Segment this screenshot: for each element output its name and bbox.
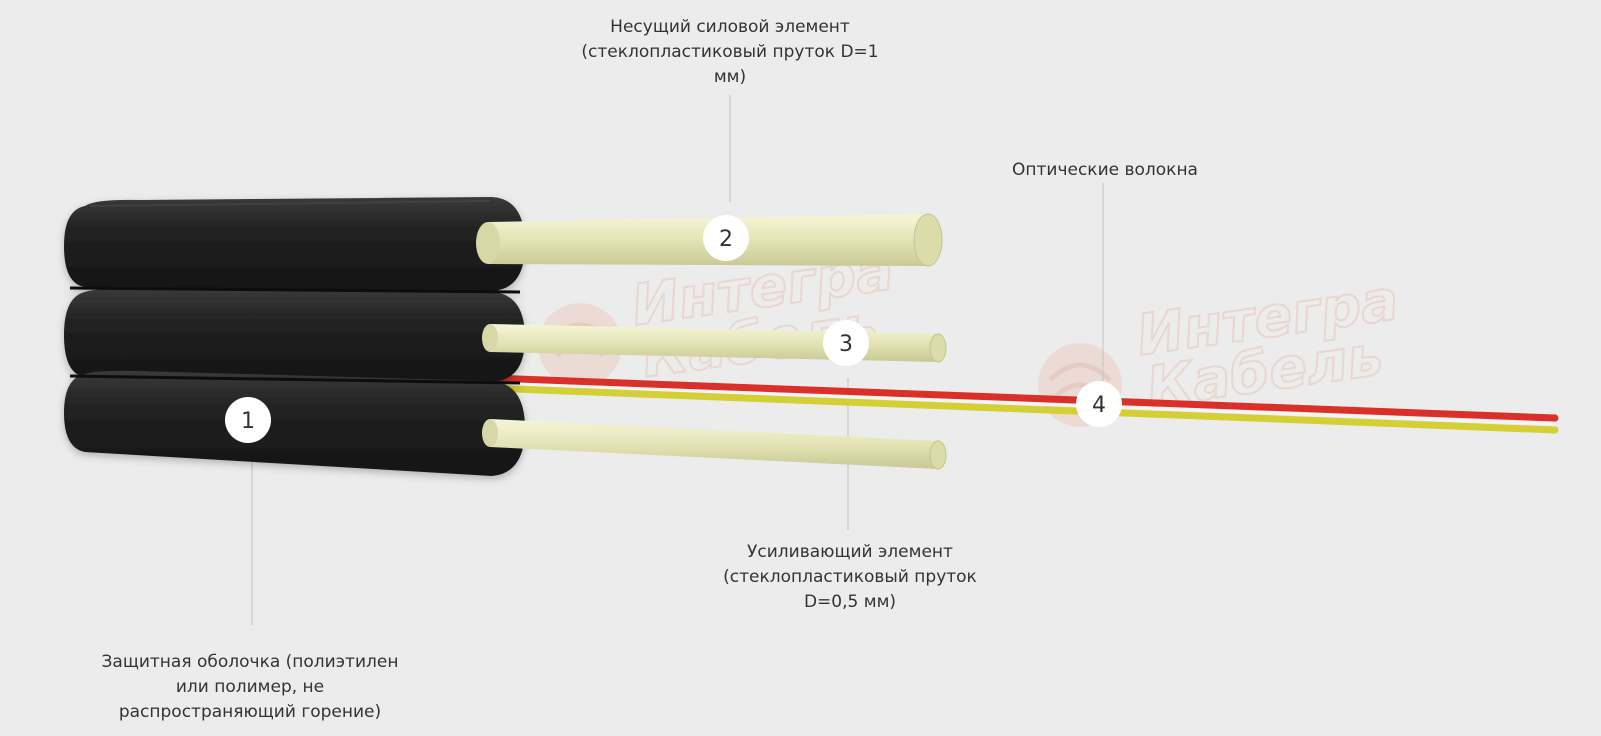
fiber-yellow bbox=[486, 384, 1559, 434]
sheath-bottom-lobe bbox=[64, 370, 525, 476]
marker-2: 2 bbox=[703, 215, 749, 261]
fiber-white bbox=[489, 381, 1556, 426]
label-sheath-line-3: распространяющий горение) bbox=[118, 702, 382, 722]
fiber-red bbox=[486, 374, 1559, 422]
marker-3-number: 3 bbox=[839, 332, 853, 357]
label-strength-line-1: Усиливающий элемент bbox=[747, 542, 953, 562]
label-protective-sheath: Защитная оболочка (полиэтилен или полиме… bbox=[70, 650, 430, 725]
label-strength-line-3: D=0,5 мм) bbox=[803, 592, 897, 612]
label-sheath-line-2: или полимер, не bbox=[175, 677, 325, 697]
strength-rod-lower bbox=[482, 419, 947, 470]
strength-rod-end bbox=[929, 440, 947, 470]
sheath-highlight bbox=[89, 200, 491, 207]
optical-fibers bbox=[486, 374, 1559, 434]
label-carrier-line-3: мм) bbox=[713, 67, 747, 87]
label-carrier-line-1: Несущий силовой элемент bbox=[610, 17, 850, 37]
label-carrier-element: Несущий силовой элемент (стеклопластиков… bbox=[545, 15, 915, 90]
label-strength-line-2: (стеклопластиковый пруток bbox=[723, 567, 977, 587]
cable-sheath bbox=[64, 197, 525, 476]
marker-4: 4 bbox=[1076, 381, 1122, 427]
sheath-top-lobe bbox=[64, 197, 525, 291]
label-sheath-line-1: Защитная оболочка (полиэтилен bbox=[101, 652, 399, 672]
marker-4-number: 4 bbox=[1092, 393, 1106, 418]
sheath-middle-lobe bbox=[64, 288, 525, 382]
marker-1: 1 bbox=[225, 397, 271, 443]
carrier-rod-end bbox=[913, 213, 943, 267]
label-strength-element: Усиливающий элемент (стеклопластиковый п… bbox=[690, 540, 1010, 615]
sheath-groove bbox=[69, 374, 521, 385]
marker-1-number: 1 bbox=[241, 409, 255, 434]
marker-2-number: 2 bbox=[719, 227, 733, 252]
strength-rod-end bbox=[929, 333, 947, 363]
label-carrier-line-2: (стеклопластиковый пруток D=1 bbox=[581, 42, 879, 62]
label-fibers-line-1: Оптические волокна bbox=[1012, 160, 1198, 180]
marker-3: 3 bbox=[823, 320, 869, 366]
label-optical-fibers: Оптические волокна bbox=[975, 158, 1235, 183]
sheath-groove bbox=[69, 286, 521, 294]
